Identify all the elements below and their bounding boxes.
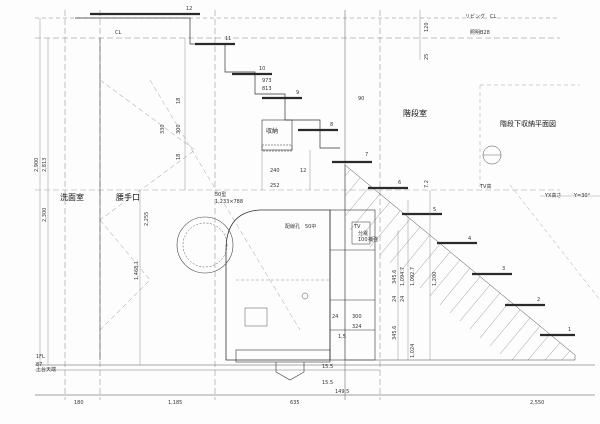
appliance-drain <box>275 362 305 381</box>
appliance-knob <box>301 292 309 300</box>
lighting-note: 照明B28 <box>470 30 490 36</box>
upper-stair-profile <box>75 17 340 149</box>
step-number: 8 <box>330 122 333 128</box>
round-window-inner <box>182 222 228 268</box>
dim-mid: 15.5 <box>322 364 333 370</box>
dim-right: 1,200 <box>432 272 438 286</box>
axis-note: YX高さ <box>544 192 561 199</box>
diagonal-guide <box>149 79 301 331</box>
appliance-dims: 1,233×788 <box>215 199 243 205</box>
dim-left: 2,813 <box>42 158 48 172</box>
stringer-outline <box>344 164 576 361</box>
dim-right: 25 <box>424 54 430 60</box>
dim-small-bottom: 15.5 <box>322 380 333 386</box>
dim-bottom: 1,185 <box>168 400 182 406</box>
step-number: 9 <box>296 90 299 96</box>
storage-shelf <box>261 144 293 152</box>
dim-small-bottom: 149.5 <box>335 389 349 395</box>
dim-top: 813 <box>262 86 272 92</box>
swing-line-upper <box>99 79 196 221</box>
box-label-3: 100 <box>358 237 368 243</box>
dim-right: 7.2 <box>424 180 430 188</box>
dim-top: 252 <box>270 183 280 189</box>
box-label-2: 分電 <box>358 230 368 237</box>
dim-right: 1,024 <box>410 344 416 358</box>
dim-right: 24 <box>392 296 398 302</box>
round-window-outer <box>176 216 234 274</box>
dim-left: 2,300 <box>42 208 48 222</box>
dim-mid: 324 <box>352 324 362 330</box>
step-number: 11 <box>225 36 231 42</box>
slope-note: Y=30° <box>573 193 591 199</box>
box-label-4: 補強 <box>368 236 378 243</box>
dim-mid: 24 <box>332 314 338 320</box>
dim-right: 24 <box>400 296 406 302</box>
dim-right: 120 <box>424 22 430 32</box>
step-number: 4 <box>468 236 471 242</box>
tv-height-label: TV高 <box>479 183 491 190</box>
dim-top: 973 <box>262 78 272 84</box>
room-label-handrail: 腰手口 <box>116 192 140 202</box>
dim-bottom: 2,550 <box>530 400 544 406</box>
ceiling-label: CL <box>115 30 121 36</box>
step-number: 12 <box>186 6 192 12</box>
step-number: 10 <box>259 66 265 72</box>
dim-right: 1,094.7 <box>400 267 406 286</box>
dim-left: 87 <box>36 362 42 368</box>
note-diagonal <box>509 184 600 301</box>
ceiling-label-right: リビング CL <box>465 13 496 20</box>
plan-title: 階段下収納平面図 <box>500 119 556 128</box>
dim-top: 240 <box>270 168 280 174</box>
swing-line-lower <box>99 219 151 331</box>
dim-top: 12 <box>300 168 306 174</box>
dim-left: 2,900 <box>34 158 40 172</box>
room-label-storage: 収納 <box>266 127 278 135</box>
step-number: 7 <box>365 152 368 158</box>
dim-left: 2,255 <box>144 212 150 226</box>
room-label-stair: 階段室 <box>403 108 427 118</box>
dim-top: 18 <box>176 98 182 104</box>
room-label-washroom: 洗面室 <box>60 192 84 202</box>
step-number: 6 <box>398 180 401 186</box>
step-number: 1 <box>568 327 571 333</box>
dim-top: 330 <box>160 124 166 134</box>
dim-right: 1,092.7 <box>410 267 416 286</box>
dim-mid: 300 <box>352 314 362 320</box>
floor-level-label: 1FL <box>36 354 45 360</box>
dim-top: 90 <box>358 96 364 102</box>
step-number: 2 <box>537 297 540 303</box>
step-number: 3 <box>502 266 505 272</box>
appliance-body <box>225 209 331 361</box>
dim-right: 345.6 <box>392 270 398 284</box>
stair-treads <box>90 12 575 337</box>
dim-left: 1,468.1 <box>134 261 140 280</box>
breaker-box <box>351 221 371 245</box>
side-shelf-unit <box>329 209 376 361</box>
dim-right: 345.6 <box>392 326 398 340</box>
stringer-hatch <box>344 169 571 361</box>
dim-top: 18 <box>176 154 182 160</box>
pipe-label: 配線孔 50中 <box>285 223 316 230</box>
box-label-1: TV <box>353 224 361 230</box>
appliance-panel <box>244 307 268 327</box>
step-number: 5 <box>433 207 436 213</box>
dim-bottom: 180 <box>74 400 84 406</box>
dim-bottom: 635 <box>290 400 300 406</box>
dim-mid: 1,5 <box>338 334 346 340</box>
appliance-size: 50型 <box>215 191 226 198</box>
dim-top: 300 <box>176 124 182 134</box>
base-top-label: 土台天端 <box>36 366 56 373</box>
storage-box <box>261 119 293 151</box>
